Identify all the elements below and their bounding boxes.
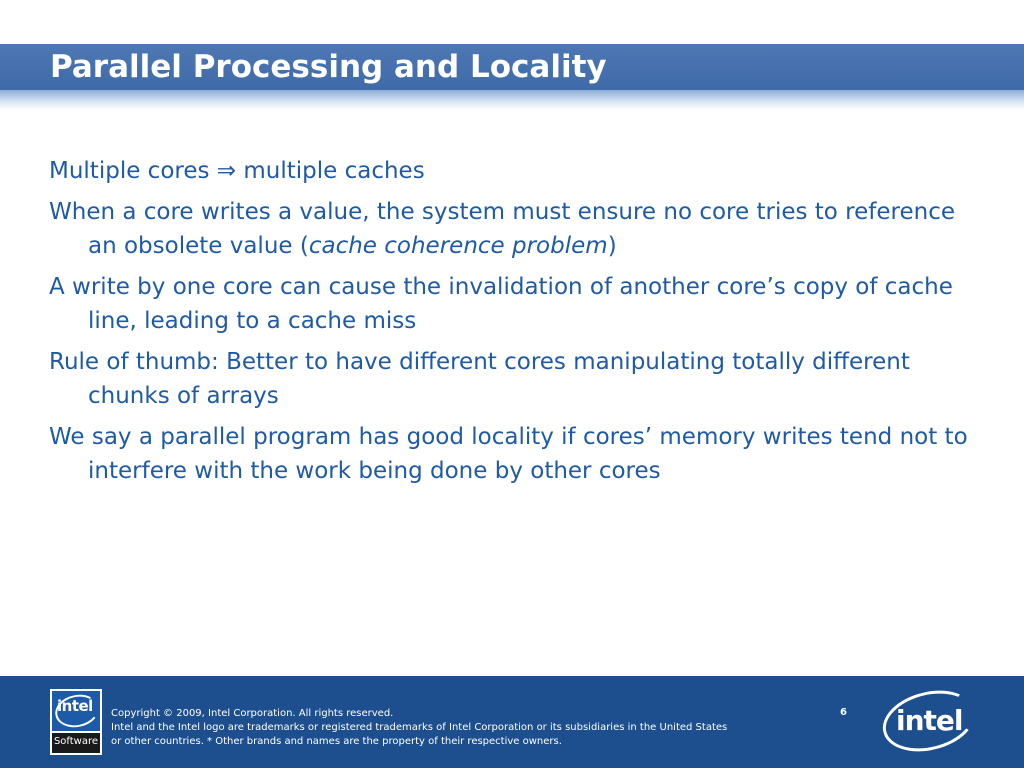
- intel-logo: intel: [876, 681, 982, 761]
- copyright-line: Copyright © 2009, Intel Corporation. All…: [111, 708, 394, 719]
- intel-software-logo-top: intel: [52, 690, 102, 732]
- page-number: 6: [840, 707, 847, 718]
- bullet-3: A write by one core can cause the invali…: [49, 270, 984, 338]
- footer: intel Software Copyright © 2009, Intel C…: [0, 676, 1024, 768]
- bullet-3-text: A write by one core can cause the invali…: [49, 274, 953, 334]
- bullet-5-text: We say a parallel program has good local…: [49, 424, 968, 484]
- bullet-4-text: Rule of thumb: Better to have different …: [49, 349, 910, 409]
- intel-software-logo-word: intel: [57, 697, 93, 715]
- bullet-5: We say a parallel program has good local…: [49, 420, 984, 488]
- slide-bullets: Multiple cores ⇒ multiple caches When a …: [49, 154, 984, 495]
- trademark-line-2: or other countries. * Other brands and n…: [111, 736, 562, 747]
- title-bar-fade: [0, 90, 1024, 110]
- bullet-2: When a core writes a value, the system m…: [49, 195, 984, 263]
- intel-software-logo: intel Software: [50, 689, 102, 755]
- bullet-4: Rule of thumb: Better to have different …: [49, 345, 984, 413]
- intel-software-logo-bottom: Software: [52, 733, 100, 753]
- software-label: Software: [53, 736, 99, 747]
- bullet-2-closing: ): [607, 233, 617, 259]
- trademark-line-1: Intel and the Intel logo are trademarks …: [111, 722, 728, 733]
- bullet-2-italic-term: cache coherence problem: [308, 233, 608, 259]
- intel-logo-word: intel: [896, 704, 964, 737]
- legal-text: Copyright © 2009, Intel Corporation. All…: [111, 707, 831, 749]
- bullet-1: Multiple cores ⇒ multiple caches: [49, 154, 984, 188]
- title-bar: [0, 44, 1024, 90]
- bullet-1-text: Multiple cores ⇒ multiple caches: [49, 158, 425, 184]
- slide-title: Parallel Processing and Locality: [50, 49, 607, 85]
- bullet-2-text: When a core writes a value, the system m…: [49, 199, 955, 259]
